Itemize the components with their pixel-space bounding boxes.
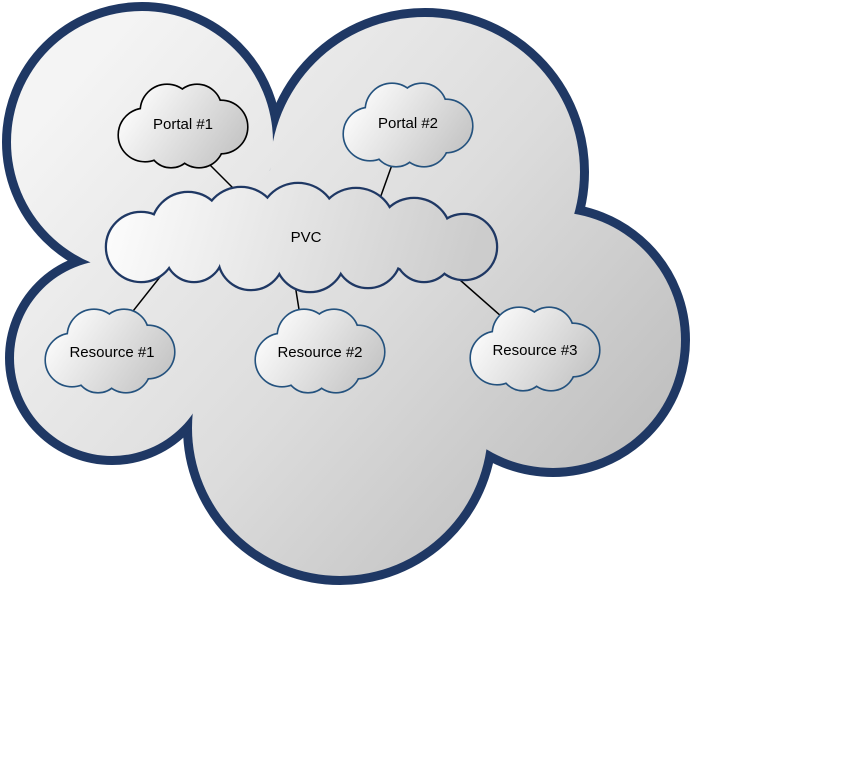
resource2-label: Resource #2 xyxy=(277,344,362,361)
resource3-label: Resource #3 xyxy=(492,342,577,359)
portal2-label: Portal #2 xyxy=(378,115,438,132)
pvc-label: PVC xyxy=(291,229,322,246)
resource1-label: Resource #1 xyxy=(69,344,154,361)
resource2-node: Resource #2 xyxy=(254,308,386,394)
resource3-node: Resource #3 xyxy=(469,306,601,392)
outer-cloud-fill xyxy=(11,11,681,576)
portal1-node: Portal #1 xyxy=(117,83,249,169)
resource1-node: Resource #1 xyxy=(44,308,176,394)
outer-cloud xyxy=(11,11,681,576)
portal1-label: Portal #1 xyxy=(153,116,213,133)
portal2-node: Portal #2 xyxy=(342,82,474,168)
pvc-node: PVC xyxy=(107,184,496,291)
